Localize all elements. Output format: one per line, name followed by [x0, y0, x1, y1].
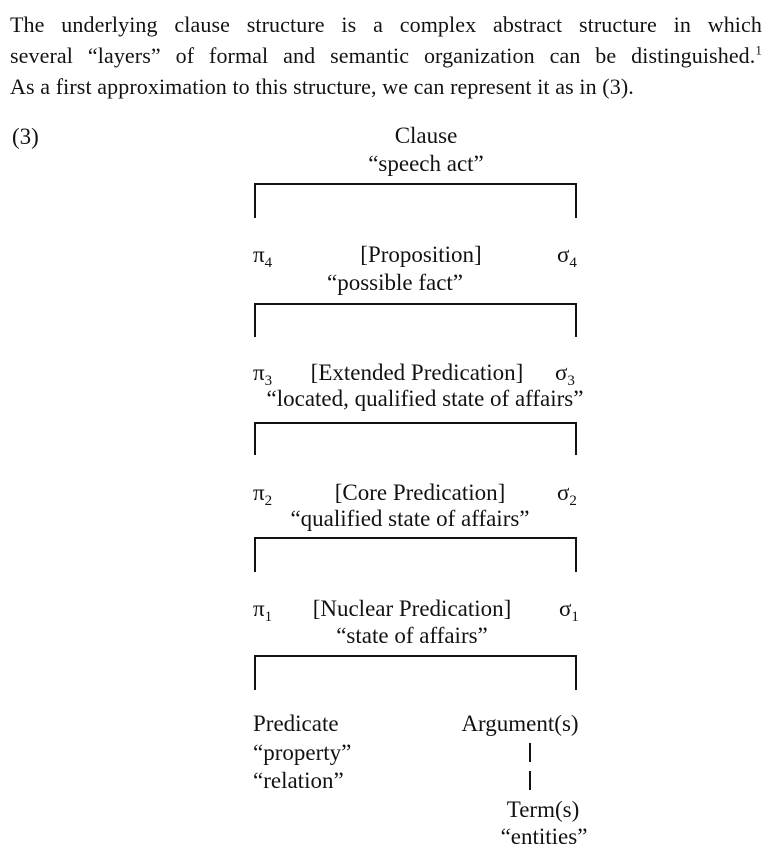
pi-subscript: 2 — [264, 493, 273, 509]
sigma1-operator: σ1 — [559, 596, 579, 625]
paragraph-line-3: As a first approximation to this structu… — [10, 74, 634, 99]
pi-subscript: 4 — [264, 255, 273, 271]
pi3-operator: π3 — [253, 360, 273, 389]
nuclear-predication-label: [Nuclear Predication] — [312, 596, 512, 621]
sigma-symbol: σ — [555, 360, 568, 385]
footnote-marker: 1 — [755, 42, 762, 58]
sigma-symbol: σ — [557, 480, 570, 505]
pi1-operator: π1 — [253, 596, 273, 625]
layer-bracket-1 — [254, 183, 577, 218]
sigma-symbol: σ — [559, 596, 572, 621]
example-number: (3) — [12, 124, 39, 149]
layer-bracket-2 — [254, 303, 577, 337]
clause-node-gloss: “speech act” — [368, 151, 484, 176]
pi-symbol: π — [253, 596, 265, 621]
sigma4-operator: σ4 — [557, 242, 577, 271]
extended-predication-label: [Extended Predication] — [310, 360, 524, 385]
argument-label: Argument(s) — [461, 711, 579, 736]
pi-subscript: 1 — [264, 609, 273, 625]
sigma3-operator: σ3 — [555, 360, 575, 389]
term-gloss: “entities” — [500, 824, 588, 849]
paragraph-line-1: The underlying clause structure is a com… — [10, 12, 762, 37]
layer-bracket-3 — [254, 422, 577, 455]
argument-term-connector-line-1 — [529, 743, 531, 762]
sigma-subscript: 3 — [567, 373, 575, 389]
pi4-operator: π4 — [253, 242, 273, 271]
predicate-gloss-property: “property” — [253, 740, 352, 765]
core-predication-gloss: “qualified state of affairs” — [290, 506, 530, 531]
nuclear-predication-gloss: “state of affairs” — [336, 623, 488, 648]
intro-paragraph: The underlying clause structure is a com… — [10, 9, 762, 102]
paragraph-line-2-text: several “layers” of formal and semantic … — [10, 43, 756, 68]
pi-symbol: π — [253, 480, 265, 505]
core-predication-label: [Core Predication] — [334, 480, 506, 505]
extended-predication-gloss: “located, qualified state of affairs” — [266, 386, 584, 411]
term-label: Term(s) — [506, 797, 580, 822]
sigma-subscript: 2 — [569, 493, 577, 509]
proposition-label: [Proposition] — [360, 242, 482, 267]
layer-bracket-5 — [254, 655, 577, 690]
predicate-gloss-relation: “relation” — [253, 768, 344, 793]
predicate-label: Predicate — [253, 711, 339, 736]
proposition-gloss: “possible fact” — [326, 270, 464, 295]
pi-symbol: π — [253, 242, 265, 267]
pi-symbol: π — [253, 360, 265, 385]
sigma-symbol: σ — [557, 242, 570, 267]
sigma-subscript: 4 — [569, 255, 577, 271]
argument-term-connector-line-2 — [529, 771, 531, 790]
pi2-operator: π2 — [253, 480, 273, 509]
paragraph-line-2: several “layers” of formal and semantic … — [10, 40, 762, 71]
pi-subscript: 3 — [264, 373, 273, 389]
sigma-subscript: 1 — [571, 609, 579, 625]
sigma2-operator: σ2 — [557, 480, 577, 509]
clause-node-title: Clause — [394, 123, 458, 148]
layer-bracket-4 — [254, 537, 577, 572]
